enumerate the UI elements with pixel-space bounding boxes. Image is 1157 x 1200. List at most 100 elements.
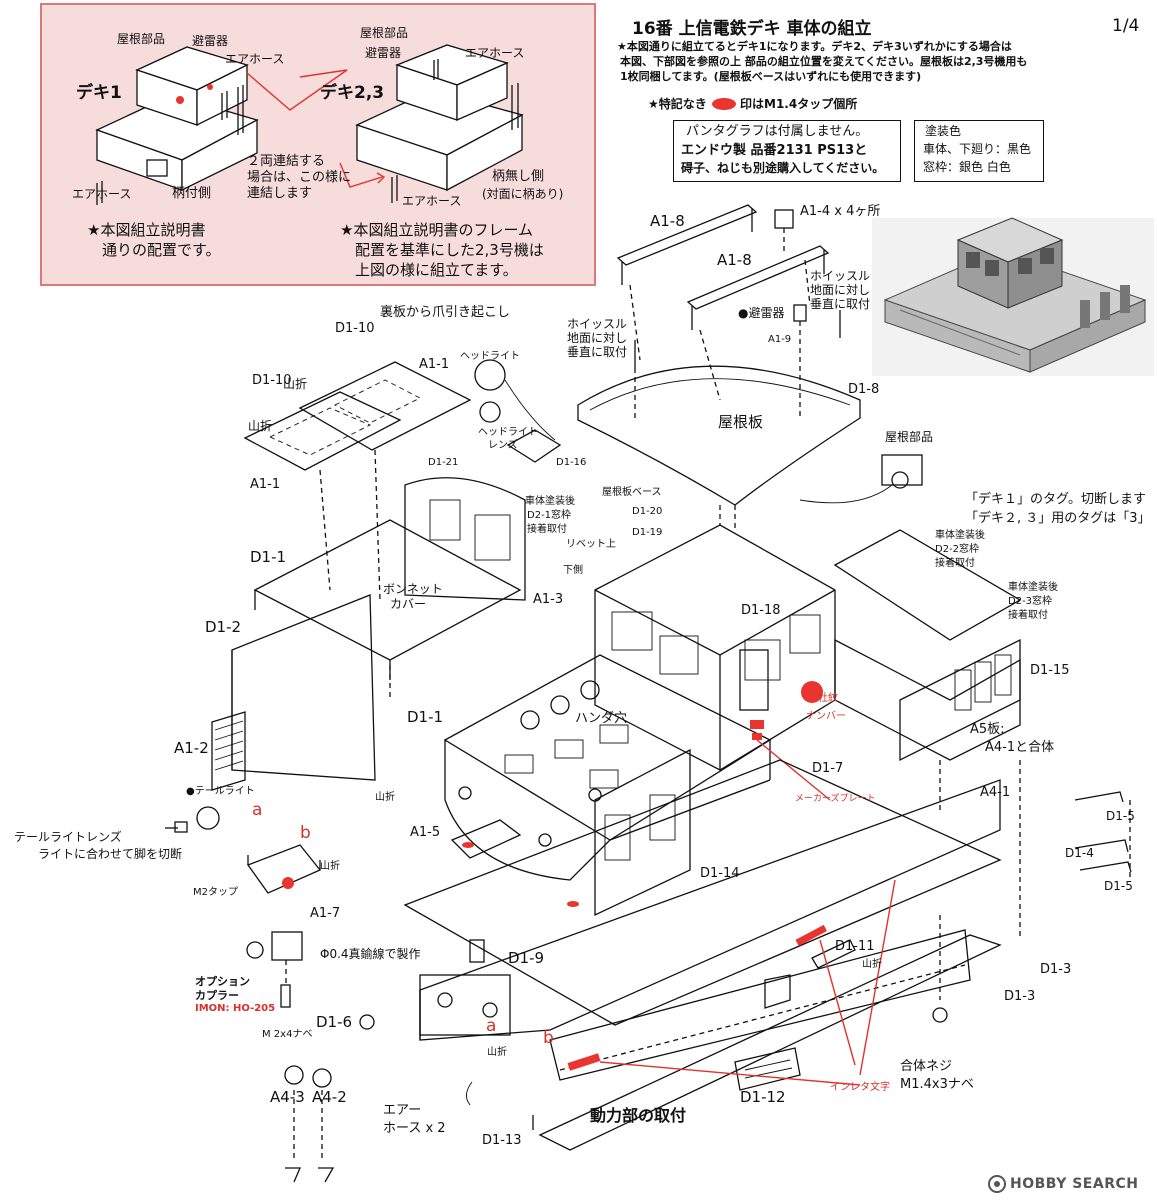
main-body-hood bbox=[443, 654, 772, 841]
coupler-part bbox=[271, 931, 303, 961]
label-inlay-text: インレタ文字 bbox=[830, 1082, 890, 1093]
roof-parts-assembly bbox=[881, 454, 923, 486]
paint-box-title: 塗装色 bbox=[925, 124, 962, 138]
inset-caption-right-1: ★本図組立説明書のフレーム bbox=[340, 221, 533, 239]
label-option-coupler-1: オプション bbox=[195, 975, 250, 988]
label-brass-wire: Φ0.4真鍮線で製作 bbox=[320, 947, 421, 961]
inset-arrester-1: 避雷器 bbox=[192, 34, 229, 48]
frame-plate-d1-7 bbox=[403, 759, 1002, 1026]
step-a1-5 bbox=[450, 819, 522, 859]
side-beam-d1-3 bbox=[538, 934, 1002, 1151]
tap-note-after: 印はM1.4タップ個所 bbox=[740, 97, 858, 111]
label-bottom-side: 下側 bbox=[563, 565, 583, 576]
inset-roof-part-2: 屋根部品 bbox=[360, 26, 409, 40]
inset-air-hose-1b: エアホース bbox=[72, 187, 132, 201]
label-option-coupler-3: IMON: HO-205 bbox=[195, 1003, 276, 1014]
inset-air-hose-2b: エアホース bbox=[402, 194, 462, 208]
arrester-part bbox=[793, 304, 807, 322]
label-mountain-fold-b: 山折 bbox=[248, 419, 273, 433]
label-roof-parts: 屋根部品 bbox=[885, 430, 934, 444]
label-paint-d2-3-2: D2-3窓枠 bbox=[1008, 596, 1053, 607]
front-bonnet-body bbox=[231, 594, 376, 781]
label-mountain-fold-d: 山折 bbox=[320, 861, 340, 872]
label-whistle-right-1: ホイッスル bbox=[810, 269, 871, 283]
label-a1-1-lower: A1-1 bbox=[250, 477, 281, 492]
header-note-line-1: ★本図通りに組立てるとデキ1になります。デキ2、デキ3いずれかにする場合は bbox=[617, 40, 1012, 53]
label-mountain-fold-e: 山折 bbox=[862, 959, 882, 970]
label-headlight-lens-2: レンズ bbox=[488, 440, 518, 451]
label-a4-3: A4-3 bbox=[270, 1088, 305, 1106]
label-d1-7: D1-7 bbox=[812, 761, 844, 776]
headlight-part bbox=[474, 359, 506, 391]
air-hose-a4-2 bbox=[312, 1068, 332, 1088]
label-d1-3-b: D1-3 bbox=[1004, 989, 1036, 1004]
label-a4-1: A4-1 bbox=[980, 785, 1011, 800]
inset-arrester-2: 避雷器 bbox=[365, 46, 402, 60]
label-whistle-left-2: 地面に対し bbox=[567, 331, 628, 345]
label-assembly-screw-2: M1.4x3ナベ bbox=[900, 1077, 974, 1092]
roof-rail-a1-8-lower bbox=[686, 245, 830, 310]
inset-roof-part-1: 屋根部品 bbox=[117, 32, 166, 46]
watermark-text: HOBBY SEARCH bbox=[1010, 1176, 1139, 1192]
label-d1-8: D1-8 bbox=[848, 382, 880, 397]
rear-bonnet-side bbox=[834, 638, 1021, 761]
label-d1-3-a: D1-3 bbox=[1040, 962, 1072, 977]
header-note-line-3: 1枚同梱してます。(屋根板ベースはいずれにも使用できます) bbox=[620, 70, 922, 83]
label-pull-up: 裏板から爪引き起こし bbox=[380, 305, 511, 320]
side-panel-d1-15 bbox=[899, 638, 1021, 762]
coupler-pocket-d1-9 bbox=[469, 939, 485, 963]
label-tag-note-2: 「デキ２, ３」用のタグは「3」 bbox=[965, 511, 1151, 526]
label-d1-2: D1-2 bbox=[205, 618, 242, 636]
label-d1-5-upper: D1-5 bbox=[1106, 809, 1135, 823]
pantograph-base-a1-4 bbox=[774, 209, 794, 229]
air-hose-a4-3 bbox=[284, 1065, 304, 1085]
label-a5-plate-1: A5板: bbox=[970, 722, 1005, 737]
inset-caption-left-2: 通りの配置です。 bbox=[102, 241, 221, 259]
label-paint-d2-2-1: 車体塗装後 bbox=[935, 530, 985, 541]
label-d1-20: D1-20 bbox=[632, 506, 663, 517]
label-roof-plate: 屋根板 bbox=[718, 413, 764, 431]
company-emblem-mark bbox=[801, 681, 823, 703]
label-paint-d2-3-1: 車体塗装後 bbox=[1008, 582, 1058, 593]
label-d1-13: D1-13 bbox=[482, 1133, 522, 1148]
label-d1-12: D1-12 bbox=[740, 1088, 786, 1106]
tail-light-part bbox=[196, 806, 220, 830]
label-tag-note-1: 「デキ１」のタグ。切断します bbox=[965, 492, 1146, 507]
frame-a4-1 bbox=[419, 779, 1001, 1041]
inset-coupling-note-1: ２両連結する bbox=[247, 154, 326, 169]
label-a1-7: A1-7 bbox=[310, 906, 341, 921]
step-d1-11 bbox=[811, 939, 856, 969]
label-headlight-lens-1: ヘッドライト bbox=[478, 427, 538, 438]
inset-configuration-panel: 屋根部品 避雷器 エアホース デキ1 エアホース 柄付側 ２両連結する 場合は、… bbox=[40, 3, 596, 286]
pantograph-notice-box: パンタグラフは付属しません。 エンドウ製 品番2131 PS13と 碍子、ねじも… bbox=[673, 120, 901, 182]
label-power-unit: 動力部の取付 bbox=[590, 1106, 687, 1125]
inset-caption-right-2: 配置を基準にした2,3号機は bbox=[355, 241, 544, 259]
label-paint-d2-1-3: 接着取付 bbox=[527, 524, 567, 535]
label-m2-tap: M2タップ bbox=[193, 887, 238, 898]
page-title: 16番 上信電鉄デキ 車体の組立 bbox=[632, 19, 872, 39]
label-d1-9: D1-9 bbox=[508, 949, 545, 967]
label-paint-d2-2-3: 接着取付 bbox=[935, 558, 975, 569]
label-tail-light: ●テールライト bbox=[186, 786, 255, 797]
label-whistle-left-1: ホイッスル bbox=[567, 317, 628, 331]
label-company-emblem: 社紋 bbox=[818, 693, 838, 704]
m2-screw bbox=[280, 984, 291, 1008]
label-air-hose-x2-1: エアー bbox=[383, 1103, 422, 1118]
label-assembly-screw-1: 合体ネジ bbox=[900, 1059, 953, 1074]
header-note-line-2: 本図、下部図を参照の上 部品の組立位置を変えてください。屋根板は2,3号機用も bbox=[620, 55, 1028, 68]
page-number: 1/4 bbox=[1112, 16, 1140, 36]
label-mountain-fold-f: 山折 bbox=[487, 1047, 507, 1058]
part-d1-5-lower bbox=[1079, 861, 1132, 873]
label-a1-2: A1-2 bbox=[174, 739, 209, 757]
air-hose-d1-6-ring bbox=[359, 1014, 375, 1030]
inset-caption-right-3: 上図の様に組立てます。 bbox=[355, 261, 518, 279]
label-a1-8-upper: A1-8 bbox=[650, 212, 685, 230]
label-a1-9: A1-9 bbox=[768, 334, 792, 345]
label-mark-b-top: b bbox=[300, 823, 311, 843]
label-headlight: ヘッドライト bbox=[460, 351, 520, 362]
bonnet-plate-a1-1-upper bbox=[298, 361, 472, 451]
label-d1-15: D1-15 bbox=[1030, 663, 1070, 678]
label-mark-a-bottom: a bbox=[486, 1016, 497, 1036]
label-roof-base: 屋根板ベース bbox=[602, 487, 662, 498]
